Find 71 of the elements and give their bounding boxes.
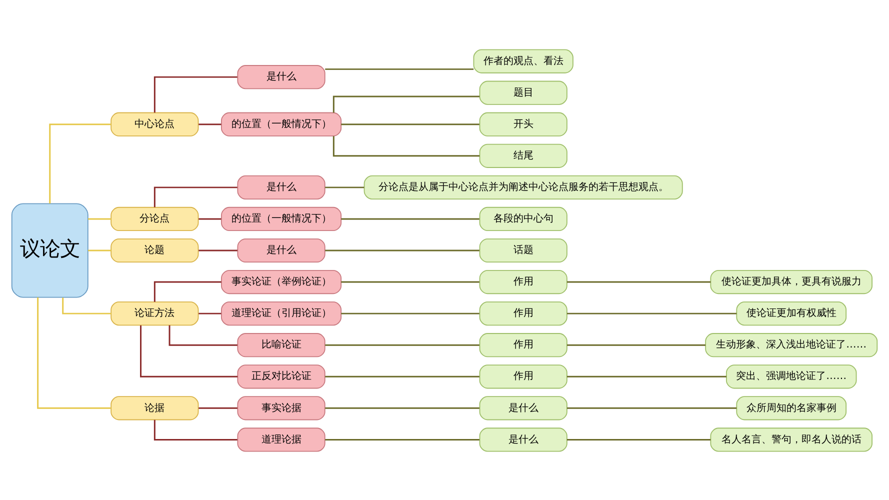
connector: [567, 406, 737, 408]
connector: [325, 68, 474, 70]
connector: [332, 136, 480, 156]
node-box: 是什么: [237, 64, 326, 89]
connector: [325, 249, 480, 251]
connector: [198, 312, 222, 314]
connector: [140, 324, 238, 377]
connector: [154, 280, 222, 302]
node-box: 论题: [110, 238, 199, 262]
connector: [341, 280, 480, 282]
connector: [88, 218, 112, 220]
node-box: 作用: [479, 269, 568, 294]
connector: [37, 296, 111, 408]
connector: [62, 297, 111, 314]
connector: [567, 375, 726, 377]
connector: [325, 406, 480, 408]
connector: [198, 406, 238, 408]
connector: [154, 76, 238, 112]
node-box: 作用: [479, 364, 568, 388]
node-box: 论据: [110, 396, 199, 420]
connector: [567, 280, 711, 282]
connector: [341, 218, 480, 220]
node-box: 比喻论证: [237, 332, 326, 357]
node-box: 中心论点: [110, 112, 199, 136]
node-box: 分论点: [110, 206, 199, 231]
node-box: 作用: [479, 332, 568, 357]
node-box: 议论文: [11, 202, 88, 298]
node-box: 事实论证（举例论证）: [220, 269, 342, 294]
node-box: 的位置（一般情况下）: [220, 206, 342, 231]
connector: [154, 419, 238, 440]
node-box: 众所周知的名家事例: [736, 396, 847, 420]
connector: [325, 186, 364, 188]
node-box: 生动形象、深入浅出地论证了……: [705, 332, 878, 357]
node-box: 分论点是从属于中心论点并为阐述中心论点服务的若干思想观点。: [364, 174, 683, 199]
node-box: 是什么: [479, 396, 568, 420]
node-box: 正反对比论证: [237, 364, 326, 388]
connector: [325, 438, 480, 440]
connector: [341, 312, 480, 314]
connector: [198, 123, 222, 125]
connector: [567, 438, 711, 440]
node-box: 是什么: [237, 174, 326, 199]
connector: [567, 344, 706, 346]
node-box: 话题: [479, 238, 568, 262]
node-box: 结尾: [479, 143, 568, 168]
connector: [168, 324, 238, 346]
node-box: 题目: [479, 80, 568, 104]
node-box: 是什么: [479, 427, 568, 452]
node-box: 是什么: [237, 238, 326, 262]
node-box: 使论证更加有权威性: [736, 301, 847, 326]
connector: [198, 249, 238, 251]
connector: [154, 186, 238, 207]
node-box: 突出、强调地论证了……: [726, 364, 857, 388]
connector: [49, 123, 111, 204]
connector: [332, 95, 480, 112]
node-box: 道理论证（引用论证）: [220, 301, 342, 326]
node-box: 各段的中心句: [479, 206, 568, 231]
connector: [88, 249, 112, 251]
node-box: 事实论据: [237, 396, 326, 420]
connector: [198, 218, 222, 220]
connector: [341, 123, 480, 125]
connector: [567, 312, 737, 314]
node-box: 的位置（一般情况下）: [220, 112, 342, 136]
node-box: 作者的观点、看法: [473, 48, 574, 73]
node-box: 作用: [479, 301, 568, 326]
node-box: 开头: [479, 112, 568, 136]
node-box: 论证方法: [110, 301, 199, 326]
connector: [325, 344, 480, 346]
node-box: 道理论据: [237, 427, 326, 452]
node-box: 名人名言、警句，即名人说的话: [710, 427, 873, 452]
connector: [325, 375, 480, 377]
node-box: 使论证更加具体，更具有说服力: [710, 269, 873, 294]
